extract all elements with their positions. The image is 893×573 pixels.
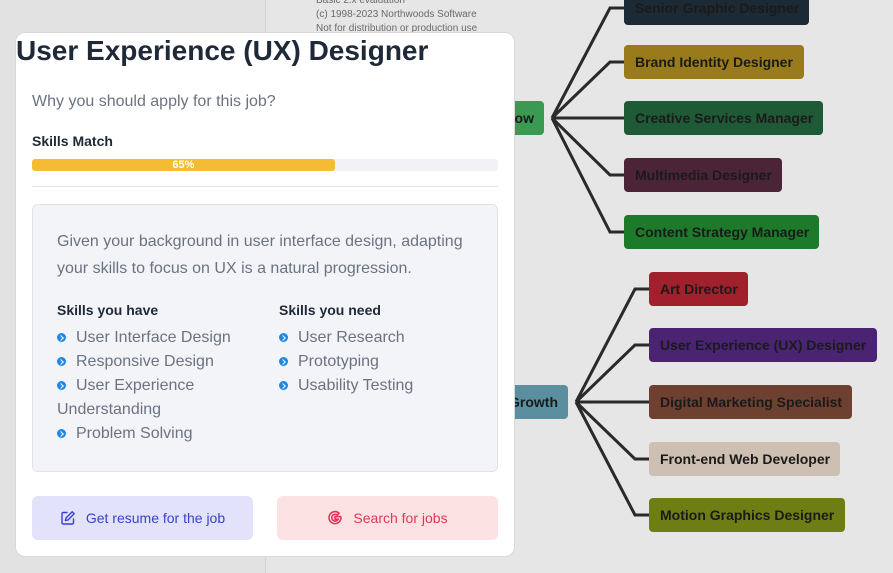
skill-label: Prototyping xyxy=(298,353,379,370)
skills-match-label: Skills Match xyxy=(32,133,113,149)
chevron-right-circle-icon xyxy=(279,333,288,342)
skills-need-heading: Skills you need xyxy=(279,302,381,318)
skill-label: User Research xyxy=(298,329,405,346)
mindmap-node[interactable]: Art Director xyxy=(649,272,748,306)
search-jobs-button[interactable]: Search for jobs xyxy=(277,496,498,540)
chevron-right-circle-icon xyxy=(57,333,66,342)
node-label: Creative Services Manager xyxy=(635,110,814,126)
node-label: Front-end Web Developer xyxy=(660,451,831,467)
skills-have-heading: Skills you have xyxy=(57,302,159,318)
watermark-line: Not for distribution or production use xyxy=(316,23,478,34)
skills-match-progress: 65% xyxy=(32,159,498,171)
google-icon xyxy=(328,510,343,525)
watermark-line: (c) 1998-2023 Northwoods Software xyxy=(316,9,477,20)
modal-subtitle: Why you should apply for this job? xyxy=(32,93,276,110)
node-label: User Experience (UX) Designer xyxy=(660,337,867,353)
skill-label: Responsive Design xyxy=(76,353,214,370)
chevron-right-circle-icon xyxy=(279,381,288,390)
chevron-right-circle-icon xyxy=(279,357,288,366)
mindmap-node[interactable]: User Experience (UX) Designer xyxy=(649,328,877,362)
chevron-right-circle-icon xyxy=(57,381,66,390)
skill-label: User Interface Design xyxy=(76,329,231,346)
mindmap-node[interactable]: Digital Marketing Specialist xyxy=(649,385,852,419)
node-label: Digital Marketing Specialist xyxy=(660,394,843,410)
skill-label: User Experience Understanding xyxy=(57,377,195,418)
node-label: Multimedia Designer xyxy=(635,167,772,183)
divider xyxy=(32,186,498,187)
list-item: User Experience Understanding xyxy=(57,374,257,422)
mindmap-node[interactable]: Front-end Web Developer xyxy=(649,442,840,476)
mindmap-node[interactable]: Multimedia Designer xyxy=(624,158,782,192)
list-item: User Interface Design xyxy=(57,326,257,350)
evaluation-watermark: Basic 2.x evaluation (c) 1998-2023 North… xyxy=(316,0,477,36)
reason-text: Given your background in user interface … xyxy=(57,233,463,277)
mindmap-node[interactable]: Motion Graphics Designer xyxy=(649,498,845,532)
get-resume-label: Get resume for the job xyxy=(85,510,226,526)
skills-need-column: Skills you need User Research Prototypin… xyxy=(279,302,479,398)
job-detail-modal: User Experience (UX) Designer Why you sh… xyxy=(15,32,515,557)
skills-match-progress-fill: 65% xyxy=(32,159,335,171)
skills-have-list: User Interface Design Responsive Design … xyxy=(57,326,257,446)
node-label: Brand Identity Designer xyxy=(635,54,793,70)
list-item: Usability Testing xyxy=(279,374,479,398)
skills-have-column: Skills you have User Interface Design Re… xyxy=(57,302,257,446)
hub-label: Growth xyxy=(509,394,558,410)
edit-icon xyxy=(61,511,75,525)
search-jobs-label: Search for jobs xyxy=(353,510,448,526)
chevron-right-circle-icon xyxy=(57,357,66,366)
mindmap-node[interactable]: Content Strategy Manager xyxy=(624,215,819,249)
get-resume-button[interactable]: Get resume for the job xyxy=(32,496,253,540)
skill-label: Usability Testing xyxy=(298,377,414,394)
node-label: Art Director xyxy=(660,281,738,297)
list-item: Problem Solving xyxy=(57,422,257,446)
node-label: Content Strategy Manager xyxy=(635,224,810,240)
node-label: Senior Graphic Designer xyxy=(635,0,800,16)
list-item: Prototyping xyxy=(279,350,479,374)
mindmap-node[interactable]: Senior Graphic Designer xyxy=(624,0,809,25)
reason-panel: Given your background in user interface … xyxy=(32,204,498,472)
modal-title: User Experience (UX) Designer xyxy=(16,35,429,66)
skill-label: Problem Solving xyxy=(76,425,193,442)
mindmap-node[interactable]: Brand Identity Designer xyxy=(624,45,804,79)
list-item: User Research xyxy=(279,326,479,350)
hub-label: ow xyxy=(514,110,534,126)
node-label: Motion Graphics Designer xyxy=(660,507,835,523)
watermark-line: Basic 2.x evaluation xyxy=(316,0,405,6)
mindmap-node[interactable]: Creative Services Manager xyxy=(624,101,823,135)
skills-match-percent: 65% xyxy=(172,159,195,171)
skills-need-list: User Research Prototyping Usability Test… xyxy=(279,326,479,398)
chevron-right-circle-icon xyxy=(57,429,66,438)
list-item: Responsive Design xyxy=(57,350,257,374)
